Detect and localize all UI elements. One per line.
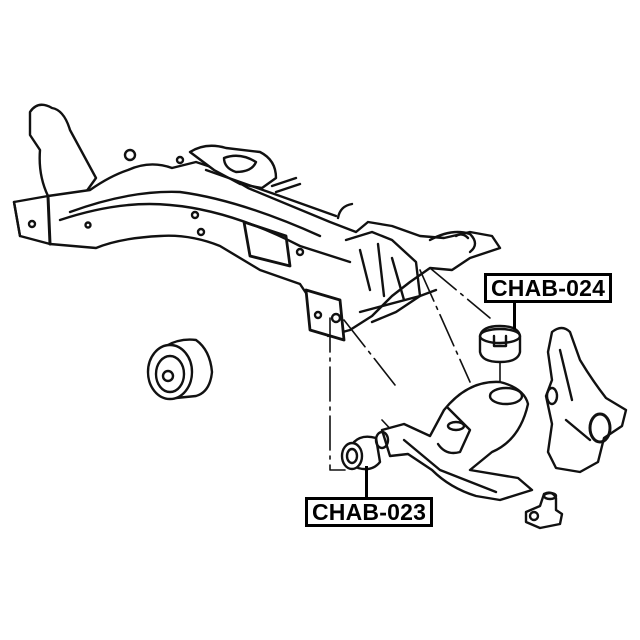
ball-joint xyxy=(524,491,564,530)
leader-line-chab-024 xyxy=(513,301,516,329)
loose-bushing xyxy=(146,338,214,401)
steering-knuckle xyxy=(544,326,628,474)
front-subframe-crossmember xyxy=(12,103,502,342)
leader-line-chab-023 xyxy=(365,466,368,498)
assembly-guide-lines xyxy=(329,267,501,471)
lower-control-arm xyxy=(380,380,534,502)
part-label-chab-023[interactable]: CHAB-023 xyxy=(305,497,434,527)
bushing-chab-023 xyxy=(340,430,390,471)
bushing-chab-024 xyxy=(478,324,522,364)
part-label-chab-024[interactable]: CHAB-024 xyxy=(484,273,613,303)
